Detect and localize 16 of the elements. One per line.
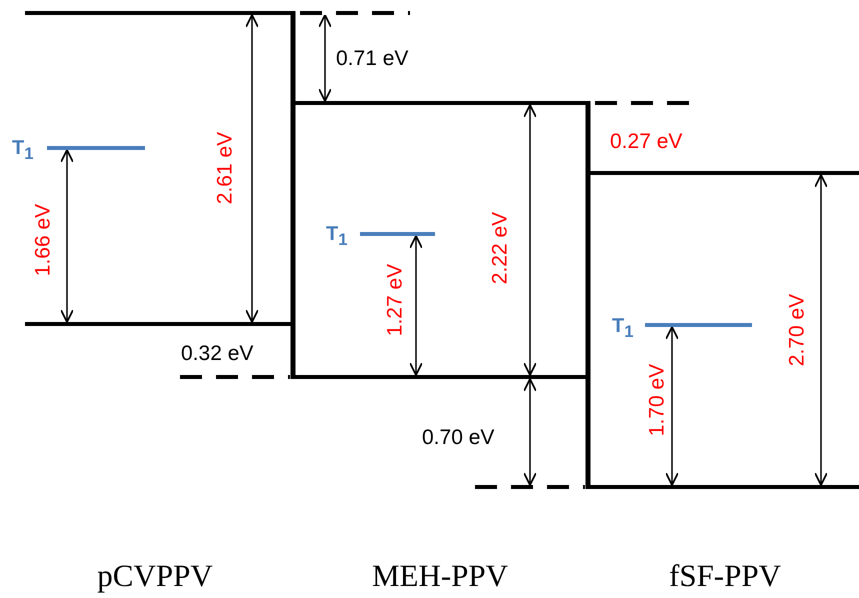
energy-gap-label: 1.70 eV xyxy=(646,364,668,436)
polymer-name: fSF-PPV xyxy=(669,560,781,591)
triplet-label: T$_{1}$ xyxy=(612,316,634,341)
energy-gap-label: 1.66 eV xyxy=(32,204,54,276)
polymer-name: MEH-PPV xyxy=(372,560,508,591)
energy-gap-label: 0.70 eV xyxy=(422,427,494,448)
energy-gap-label: 1.27 eV xyxy=(384,264,406,336)
energy-gap-label: 0.32 eV xyxy=(181,343,254,364)
triplet-label: T$_{1}$ xyxy=(12,138,34,163)
polymer-name: pCVPPV xyxy=(97,560,213,591)
energy-gap-label: 0.71 eV xyxy=(336,48,408,69)
energy-gap-label: 2.61 eV xyxy=(214,132,236,204)
energy-gap-label: 2.22 eV xyxy=(490,212,510,284)
energy-gap-label: 0.27 eV xyxy=(610,131,682,152)
energy-gap-label: 2.70 eV xyxy=(786,294,808,366)
triplet-label: T$_{1}$ xyxy=(326,224,348,249)
